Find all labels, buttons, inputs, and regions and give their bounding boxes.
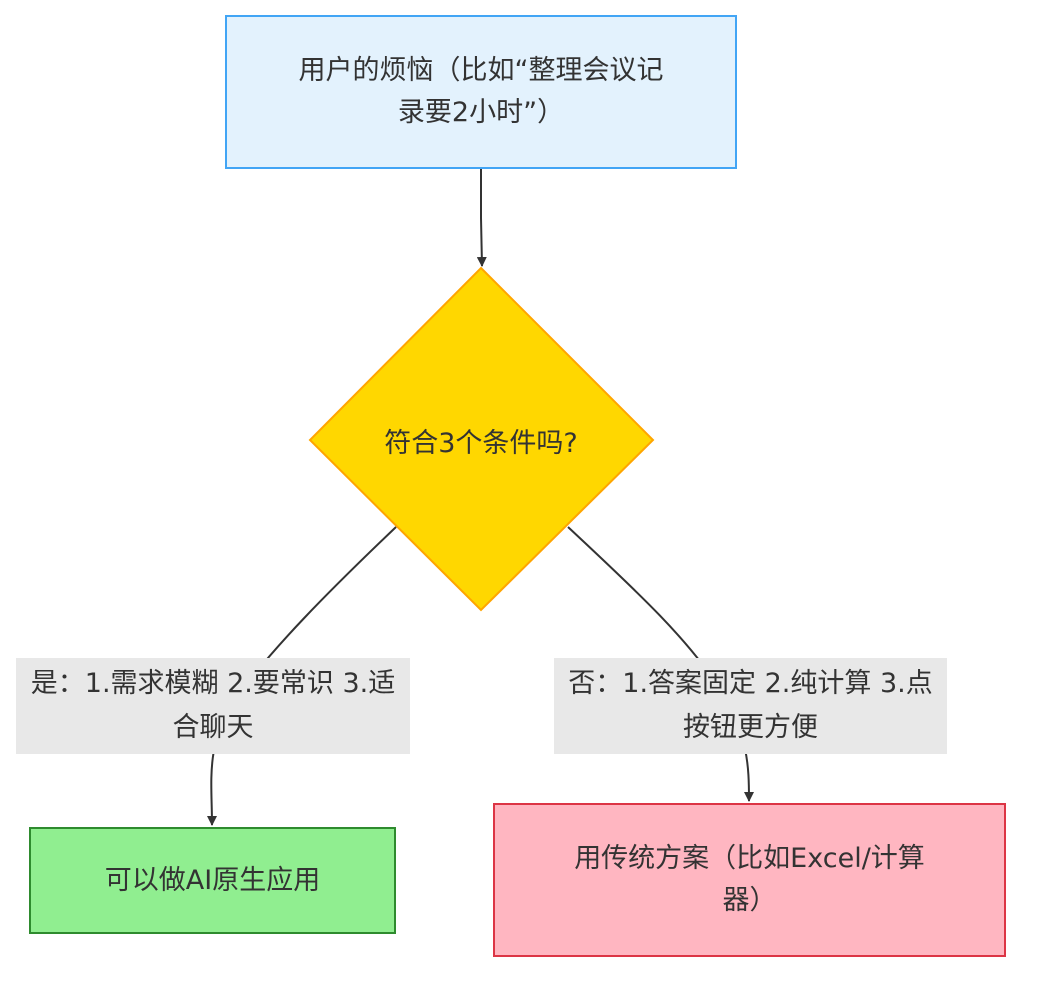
node-user-pain-point: 用户的烦恼（比如“整理会议记录要2小时”） <box>225 15 737 169</box>
edge-label-no: 否：1.答案固定 2.纯计算 3.点按钮更方便 <box>554 658 947 754</box>
node-traditional-solution-label: 用传统方案（比如Excel/计算器） <box>574 843 925 916</box>
decision-diamond <box>308 266 655 612</box>
node-ai-native-app-label: 可以做AI原生应用 <box>104 864 321 896</box>
node-traditional-solution: 用传统方案（比如Excel/计算器） <box>493 803 1006 957</box>
node-user-pain-point-label: 用户的烦恼（比如“整理会议记录要2小时”） <box>298 55 664 128</box>
decision-label: 符合3个条件吗? <box>384 427 578 459</box>
edge-label-yes: 是：1.需求模糊 2.要常识 3.适合聊天 <box>16 658 410 754</box>
node-ai-native-app: 可以做AI原生应用 <box>29 827 396 934</box>
edge-start-to-decision <box>476 169 487 267</box>
